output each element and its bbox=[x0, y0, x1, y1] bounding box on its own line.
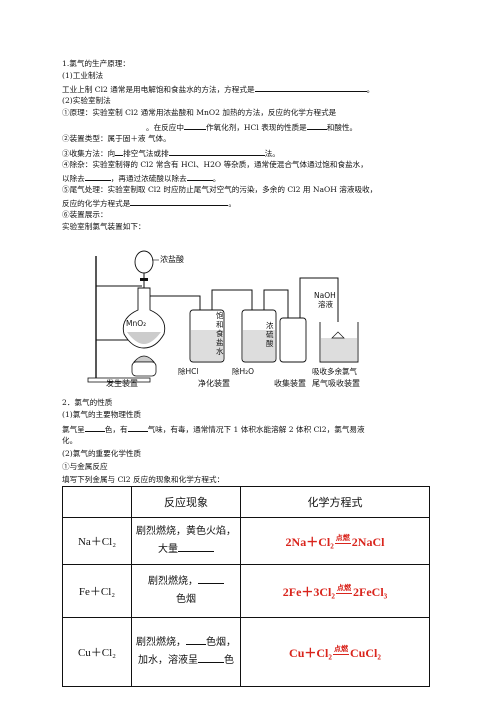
apparatus-caption: 实验室制氯气装置如下： bbox=[62, 222, 146, 231]
flask-contents bbox=[127, 332, 161, 344]
inverted-funnel bbox=[331, 331, 345, 339]
label-tail-gas: 尾气吸收装置 bbox=[312, 378, 360, 388]
blank bbox=[84, 423, 105, 432]
label-naoh: NaOH bbox=[314, 291, 336, 300]
stopcock bbox=[140, 278, 148, 281]
reactant-cell: Fe＋Cl₂ bbox=[62, 564, 132, 618]
header-phenomenon: 反应现象 bbox=[131, 486, 241, 518]
apparatus-display: ⑥装置展示： bbox=[62, 210, 108, 219]
industrial-text: 工业上制 Cl2 通常是用电解饱和食盐水的方法，方程式是。 bbox=[62, 83, 375, 94]
tail-gas: ⑤尾气处理：实验室制取 Cl2 时应防止尾气对空气的污染，多余的 Cl2 用 N… bbox=[62, 185, 378, 194]
blank bbox=[168, 147, 265, 156]
label-collection: 收集装置 bbox=[274, 378, 306, 388]
phenomenon-cell: 剧烈燃烧，黄色火焰，大量 bbox=[131, 517, 241, 565]
section-1-title: 1.氯气的生产原理： bbox=[62, 59, 130, 68]
label-brine-4: 水 bbox=[216, 346, 224, 356]
blank bbox=[183, 121, 206, 130]
principle-text: ①原理：实验室制 Cl2 通常用浓盐酸和 MnO2 加热的方法，反应的化学方程式… bbox=[62, 108, 337, 117]
reactant-cell: Na＋Cl₂ bbox=[62, 517, 132, 565]
naoh-liquid bbox=[321, 338, 357, 361]
label-brine-0: 饱 bbox=[216, 310, 224, 320]
collection-method: ③收集方法：向排空气法或排法。 bbox=[62, 147, 280, 158]
label-purification: 净化装置 bbox=[198, 378, 230, 388]
label-remove-h2o: 除H₂O bbox=[232, 366, 254, 376]
header-equation: 化学方程式 bbox=[240, 486, 430, 518]
apparatus-diagram: 浓盐酸 MnO₂ 饱 和 食 盐 水 浓 硫 酸 NaOH 溶液 bbox=[87, 250, 360, 388]
label-remove-hcl: 除HCl bbox=[178, 366, 198, 376]
metal-reaction-title: ①与金属反应 bbox=[62, 462, 108, 471]
blank bbox=[84, 172, 111, 181]
label-brine-3: 盐 bbox=[216, 337, 224, 347]
blank bbox=[130, 197, 229, 206]
physical-text-2: 化。 bbox=[62, 436, 78, 445]
flame bbox=[133, 355, 155, 363]
apparatus-type: ②装置类型：属于固＋液 气体。 bbox=[62, 134, 171, 143]
sulfuric-liquid bbox=[243, 330, 275, 361]
tail-gas-2: 反应的化学方程式是。 bbox=[62, 197, 236, 208]
section-2-title: 2．氯气的性质 bbox=[62, 398, 113, 407]
label-conc-hcl: 浓盐酸 bbox=[160, 254, 184, 264]
phenomenon-cell: 剧烈燃烧，色烟 bbox=[131, 564, 241, 618]
label-generation: 发生装置 bbox=[106, 378, 138, 388]
blank bbox=[127, 423, 148, 432]
blank bbox=[198, 575, 224, 584]
table-instruction: 填写下列金属与 Cl2 反应的现象和化学方程式： bbox=[62, 475, 225, 484]
label-solution: 溶液 bbox=[318, 299, 333, 309]
blank bbox=[186, 172, 213, 181]
label-h2so4-2: 酸 bbox=[266, 338, 274, 348]
brine-liquid bbox=[191, 330, 223, 361]
principle-text-2: 。在反应中作氧化剂，HCl 表现的性质是和酸性。 bbox=[146, 121, 358, 132]
physical-title: (1)氯气的主要物理性质 bbox=[62, 410, 142, 419]
stand-base bbox=[87, 377, 151, 383]
alcohol-lamp bbox=[131, 361, 157, 377]
blank bbox=[254, 83, 367, 92]
label-brine-1: 和 bbox=[216, 320, 224, 329]
header-empty bbox=[62, 486, 132, 518]
blank bbox=[178, 543, 214, 552]
phenomenon-cell: 剧烈燃烧，色烟，加水，溶液呈色 bbox=[131, 617, 241, 687]
blank bbox=[198, 654, 224, 663]
label-brine-2: 食 bbox=[216, 328, 224, 338]
chemical-title: (2)氯气的重要化学性质 bbox=[62, 449, 142, 458]
blank bbox=[306, 121, 327, 130]
impurity-removal: ④除杂：实验室制得的 Cl2 常含有 HCl、H2O 等杂质，通常使混合气体通过… bbox=[62, 160, 368, 169]
dropping-funnel bbox=[134, 250, 154, 274]
industrial-title: (1)工业制法 bbox=[62, 71, 104, 80]
label-mno2: MnO₂ bbox=[126, 319, 146, 328]
impurity-removal-2: 以除去，再通过浓硫酸以除去。 bbox=[62, 172, 221, 183]
tube-4 bbox=[299, 277, 339, 338]
label-h2so4-1: 硫 bbox=[266, 329, 274, 339]
label-absorb-excess: 吸收多余氯气 bbox=[312, 366, 357, 376]
lab-title: (2)实验室制法 bbox=[62, 96, 111, 105]
blank bbox=[186, 636, 206, 645]
bottle-collect bbox=[279, 317, 307, 363]
reactant-cell: Cu＋Cl₂ bbox=[62, 617, 132, 687]
physical-text: 氯气呈色，有气味，有毒，通常情况下 1 体积水能溶解 2 体积 Cl2，氯气易液 bbox=[62, 423, 365, 434]
label-h2so4-0: 浓 bbox=[266, 321, 274, 330]
blank bbox=[115, 147, 124, 156]
